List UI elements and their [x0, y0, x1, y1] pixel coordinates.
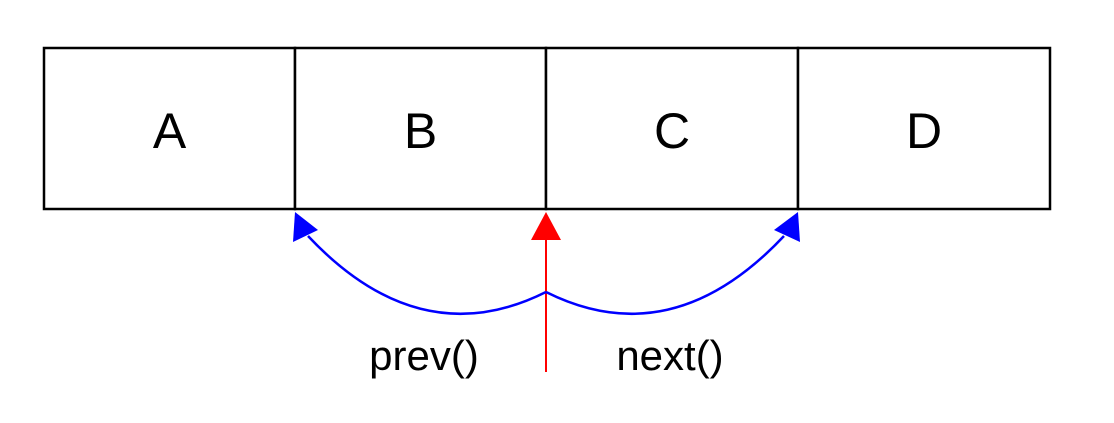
prev-arc-curve [307, 235, 547, 316]
cursor-arrow [531, 212, 561, 372]
cell-c-box [544, 46, 800, 211]
prev-arc [293, 212, 547, 316]
cell-c-label: C [654, 103, 690, 159]
cell-d-box [796, 46, 1052, 211]
cell-b: B [293, 46, 548, 211]
cell-a-box [42, 46, 297, 211]
next-arc [545, 212, 800, 316]
cell-b-box [293, 46, 548, 211]
cell-a-label: A [153, 103, 187, 159]
next-label: next() [616, 332, 723, 379]
next-arrowhead [774, 212, 800, 242]
cell-b-label: B [404, 103, 437, 159]
prev-label: prev() [369, 332, 479, 379]
cell-d: D [796, 46, 1052, 211]
cell-d-label: D [906, 103, 942, 159]
cursor-arrowhead [531, 212, 561, 240]
cell-c: C [544, 46, 800, 211]
prev-arrowhead [293, 212, 318, 242]
next-arc-curve [545, 235, 785, 316]
cell-row: A B C D [42, 46, 1052, 211]
cell-a: A [42, 46, 297, 211]
